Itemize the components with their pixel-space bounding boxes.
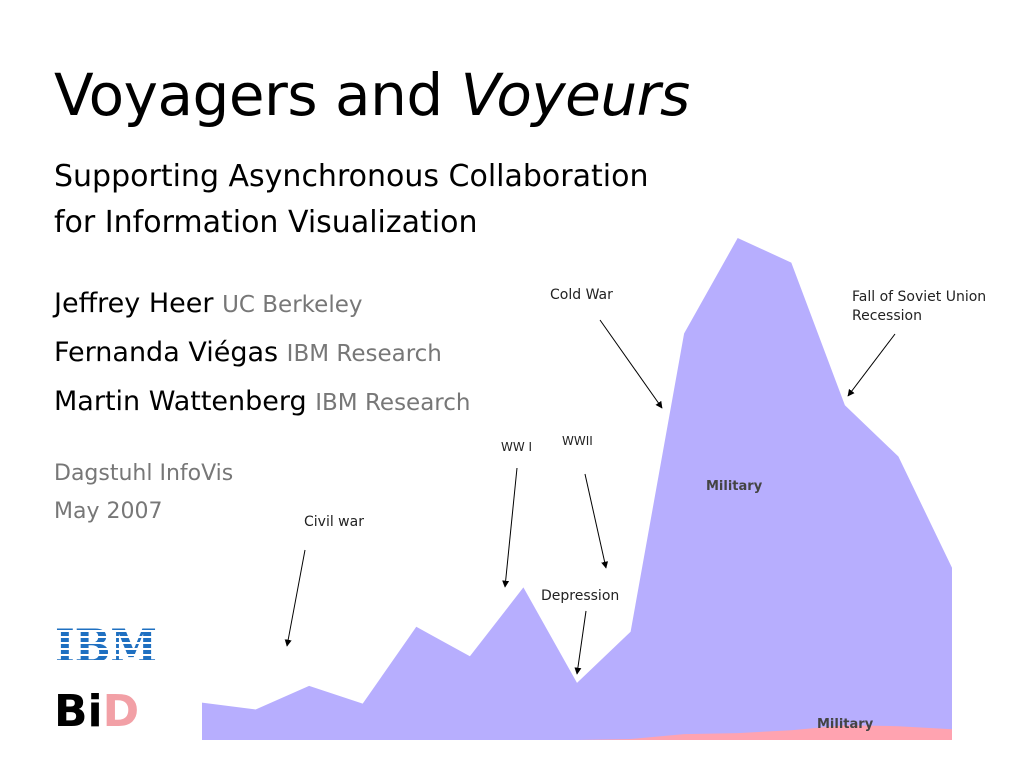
annotation-label-civil-war: Civil war — [304, 514, 364, 530]
annotation-label-recession: Recession — [852, 308, 922, 324]
subtitle-line-1: Supporting Asynchronous Collaboration — [54, 159, 649, 194]
series-label-military-pink: Military — [817, 717, 874, 732]
author-entry: Jeffrey Heer UC Berkeley — [54, 280, 470, 329]
venue-date: May 2007 — [54, 499, 163, 524]
author-name: Jeffrey Heer — [54, 288, 214, 319]
slide-title: Voyagers and Voyeurs — [54, 62, 690, 129]
annotation-label-wwii: WWII — [562, 434, 593, 448]
ibm-logo-text: IBM — [55, 620, 157, 666]
title-italic: Voyeurs — [460, 61, 691, 129]
title-regular: Voyagers and — [54, 61, 443, 129]
annotation-arrow-wwii — [584, 473, 609, 569]
annotation-arrow-cold-war — [599, 319, 663, 409]
annotation-label-fall-of-soviet-union: Fall of Soviet Union — [852, 289, 986, 305]
annotation-label-depression: Depression — [541, 588, 619, 604]
subtitle-line-2: for Information Visualization — [54, 205, 478, 240]
annotation-arrow-fall-of-soviet-union — [847, 333, 896, 397]
author-name: Martin Wattenberg — [54, 386, 307, 417]
author-entry: Fernanda Viégas IBM Research — [54, 329, 470, 378]
author-list: Jeffrey Heer UC Berkeley Fernanda Viégas… — [54, 280, 470, 427]
author-affiliation: IBM Research — [315, 390, 471, 416]
annotation-label-ww-i: WW I — [501, 440, 532, 454]
annotation-label-cold-war: Cold War — [550, 287, 613, 303]
bid-logo-d: D — [102, 686, 140, 737]
venue-name: Dagstuhl InfoVis — [54, 461, 234, 486]
annotation-arrow-ww-i — [502, 467, 518, 588]
ibm-logo: IBM — [55, 620, 157, 666]
bid-logo-b: B — [54, 686, 88, 737]
area-series-military-pink — [202, 725, 952, 740]
venue-block: Dagstuhl InfoVis May 2007 — [54, 455, 233, 531]
series-label-military: Military — [706, 479, 763, 494]
author-name: Fernanda Viégas — [54, 337, 279, 368]
annotation-arrow-civil-war — [284, 549, 306, 647]
author-entry: Martin Wattenberg IBM Research — [54, 378, 470, 427]
annotation-arrow-depression — [574, 610, 587, 675]
bid-logo-i: i — [87, 686, 103, 737]
area-series-military — [202, 238, 952, 740]
author-affiliation: IBM Research — [286, 341, 442, 367]
bid-logo: BiD — [54, 690, 139, 734]
slide-subtitle: Supporting Asynchronous Collaboration fo… — [54, 154, 648, 246]
author-affiliation: UC Berkeley — [222, 292, 363, 318]
